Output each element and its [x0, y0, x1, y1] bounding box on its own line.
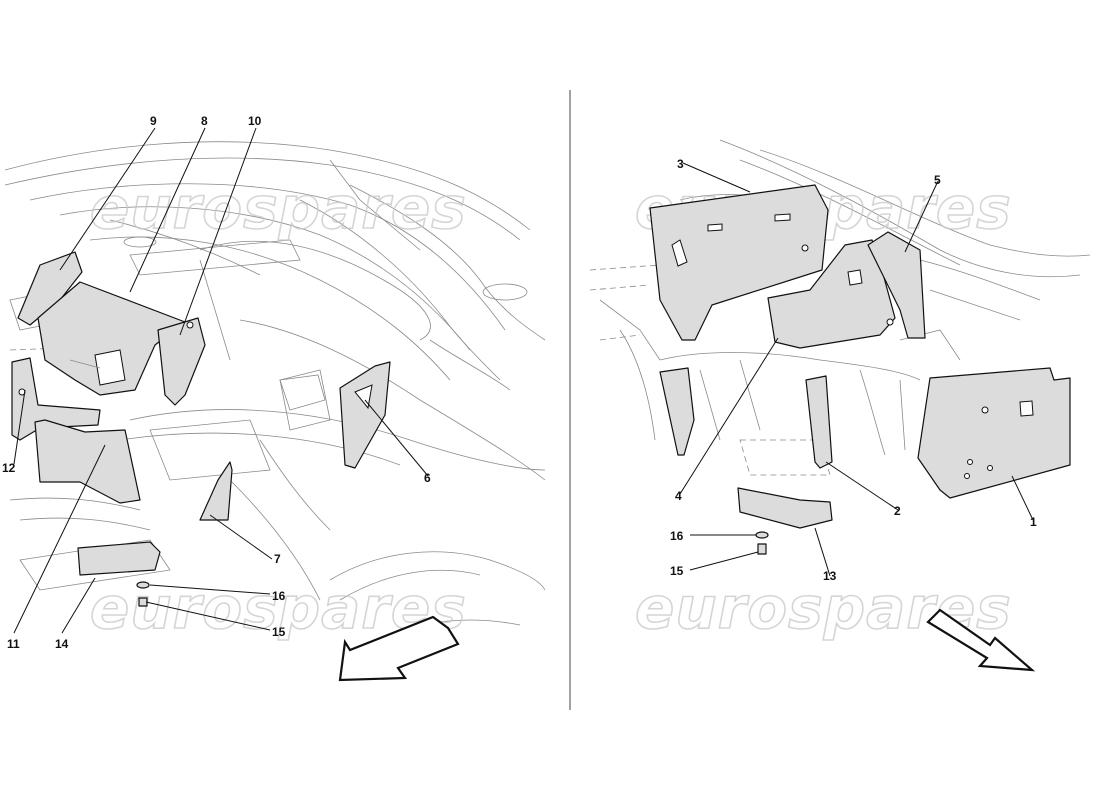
- callout-6: 6: [424, 471, 431, 485]
- part-9-insulation: [17, 251, 83, 326]
- callout-9: 9: [150, 114, 157, 128]
- part-7-insulation: [199, 461, 233, 521]
- leader-lines: [13, 127, 1034, 634]
- part-3-insulation: [649, 184, 829, 341]
- callout-3: 3: [677, 157, 684, 171]
- part-5-insulation: [867, 231, 926, 339]
- part-16-washer: [755, 531, 769, 539]
- part-15-bolt: [757, 543, 767, 555]
- part-6-insulation: [339, 361, 391, 469]
- part-13-bracket: [737, 487, 833, 529]
- left-car-body-outline: [4, 141, 546, 641]
- callout-16: 16: [272, 589, 286, 603]
- part-2-insulation: [805, 375, 833, 469]
- part-12-insulation: [11, 357, 101, 441]
- callout-12: 12: [2, 461, 16, 475]
- direction-arrow-right: [926, 608, 1036, 672]
- callout-11: 11: [7, 637, 20, 651]
- part-10-insulation: [157, 317, 206, 406]
- part-8-insulation: [37, 281, 186, 396]
- callout-10: 10: [248, 114, 262, 128]
- right-callouts: 3 5 4 2 1 16 15 13: [670, 157, 1037, 583]
- part-2-insulation-left: [659, 367, 695, 456]
- callout-2: 2: [894, 504, 901, 518]
- callout-7: 7: [274, 552, 281, 566]
- callout-15: 15: [670, 564, 684, 578]
- left-parts: [11, 251, 391, 607]
- callout-4: 4: [675, 489, 682, 503]
- callout-1: 1: [1030, 515, 1037, 529]
- callout-15: 15: [272, 625, 286, 639]
- part-16-washer: [136, 581, 150, 589]
- direction-arrow-left: [338, 615, 460, 682]
- part-11-insulation: [34, 419, 141, 504]
- right-parts: [649, 184, 1071, 555]
- part-14-bracket: [77, 541, 161, 576]
- watermark-text: eurospares: [90, 174, 467, 242]
- left-callouts: 9 8 10 12 6 7 11 14 16 15: [2, 114, 431, 651]
- part-15-bolt: [138, 597, 148, 607]
- callout-16: 16: [670, 529, 684, 543]
- callout-5: 5: [934, 173, 941, 187]
- callout-8: 8: [201, 114, 208, 128]
- part-4-insulation: [767, 239, 896, 349]
- callout-14: 14: [55, 637, 69, 651]
- callout-13: 13: [823, 569, 837, 583]
- part-1-insulation: [917, 367, 1071, 499]
